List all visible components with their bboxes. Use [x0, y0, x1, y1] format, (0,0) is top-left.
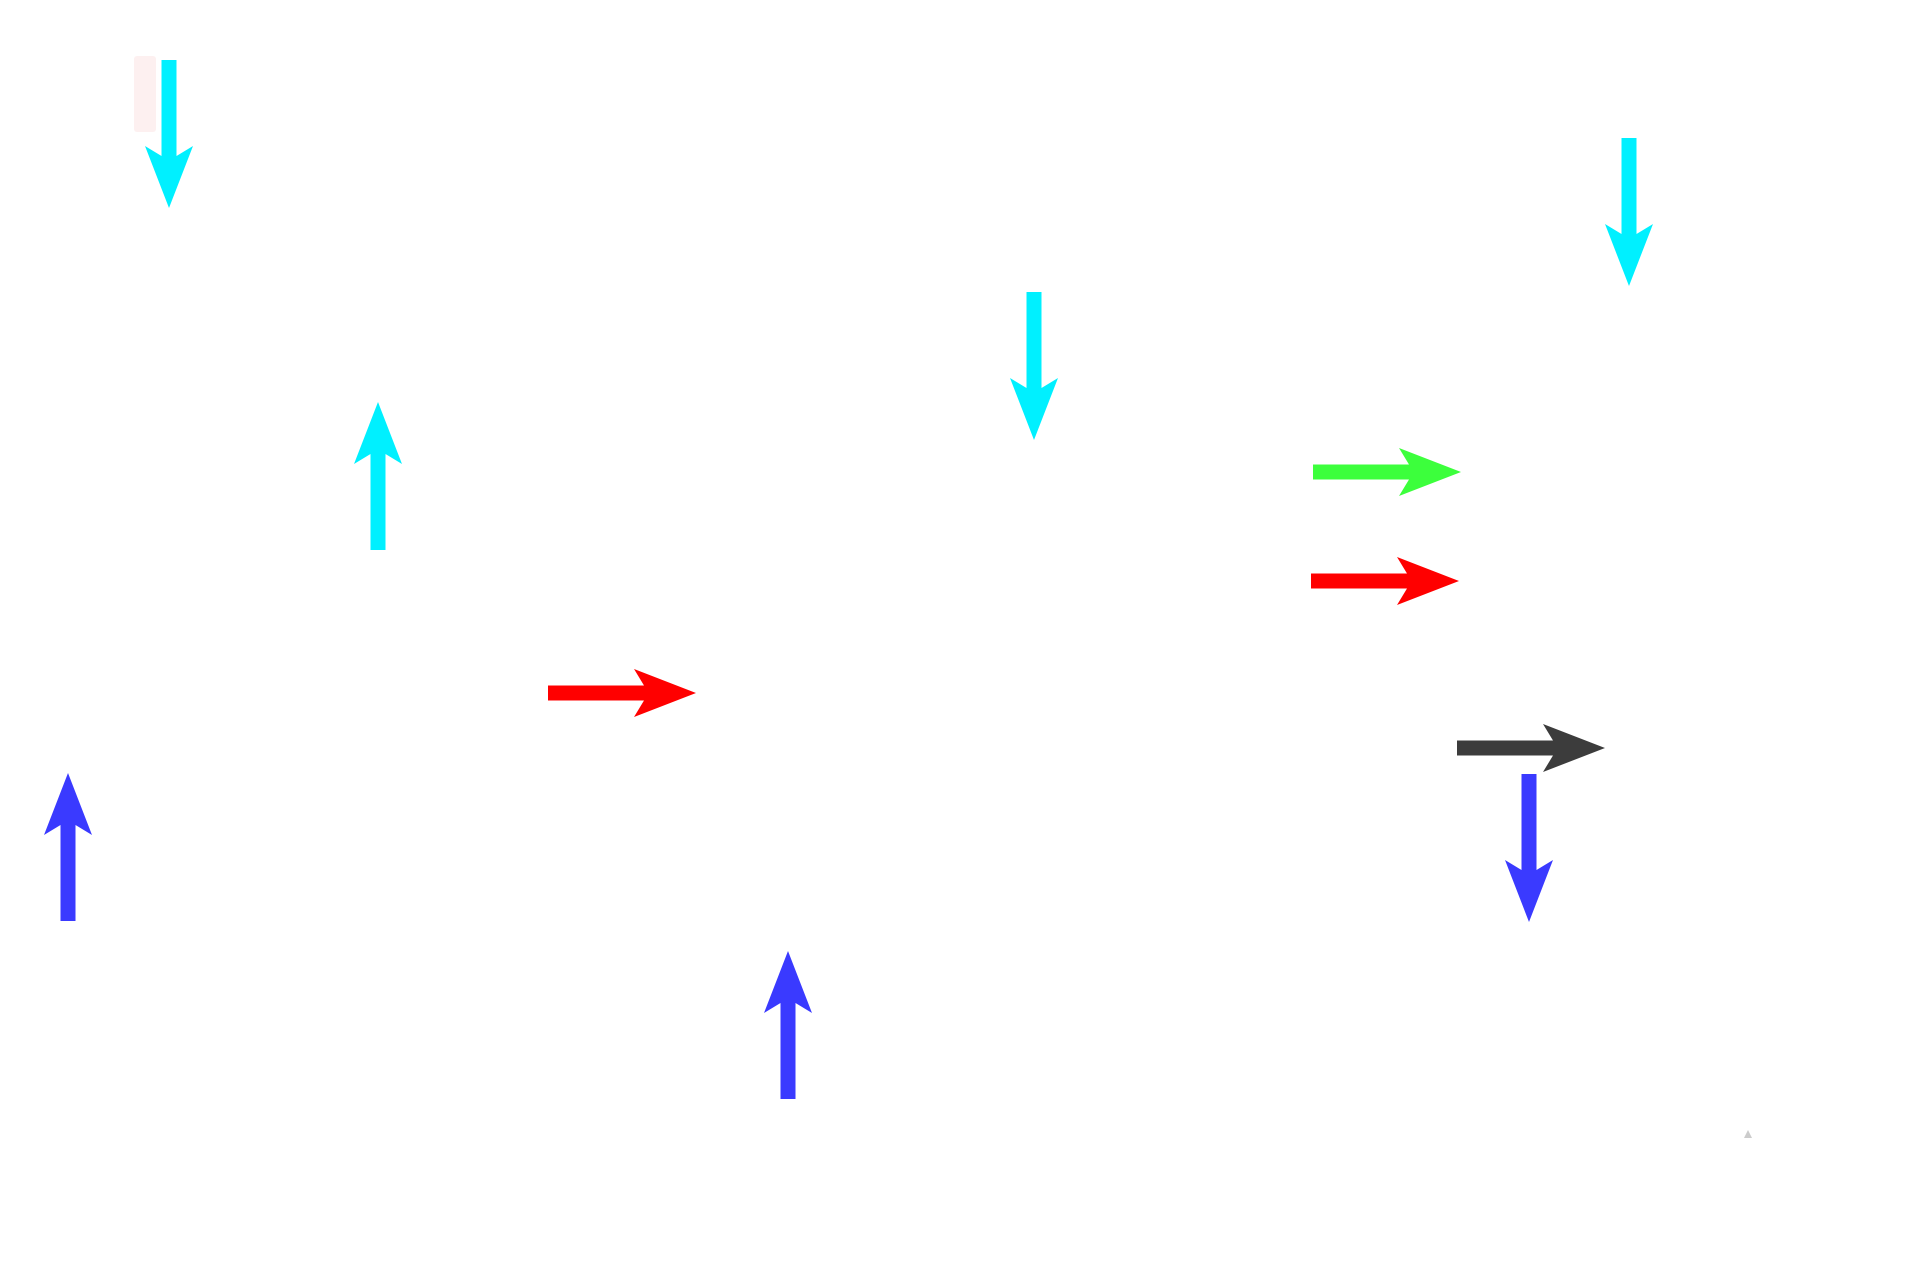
arrow-9-blue-down-icon — [1505, 774, 1553, 922]
arrow-9-shape — [1505, 774, 1553, 922]
arrow-6-red-right-icon — [1311, 557, 1459, 605]
arrow-2-shape — [1605, 138, 1653, 286]
arrow-3-cyan-down-icon — [1010, 292, 1058, 440]
arrow-10-shape — [44, 773, 92, 921]
arrow-11-blue-up-icon — [764, 951, 812, 1099]
arrow-4-cyan-up-icon — [354, 402, 402, 550]
arrow-11-shape — [764, 951, 812, 1099]
arrow-2-cyan-down-icon — [1605, 138, 1653, 286]
smudge-mark — [134, 56, 156, 132]
arrow-8-shape — [1457, 724, 1605, 772]
arrow-7-shape — [548, 669, 696, 717]
arrow-1-shape — [145, 60, 193, 208]
arrow-1-cyan-down-icon — [145, 60, 193, 208]
arrow-10-blue-up-icon — [44, 773, 92, 921]
arrow-5-shape — [1313, 448, 1461, 496]
arrow-4-shape — [354, 402, 402, 550]
arrow-7-red-right-icon — [548, 669, 696, 717]
arrow-3-shape — [1010, 292, 1058, 440]
arrow-6-shape — [1311, 557, 1459, 605]
speck-mark — [1744, 1130, 1752, 1138]
arrow-5-green-right-icon — [1313, 448, 1461, 496]
arrow-8-dark-right-icon — [1457, 724, 1605, 772]
